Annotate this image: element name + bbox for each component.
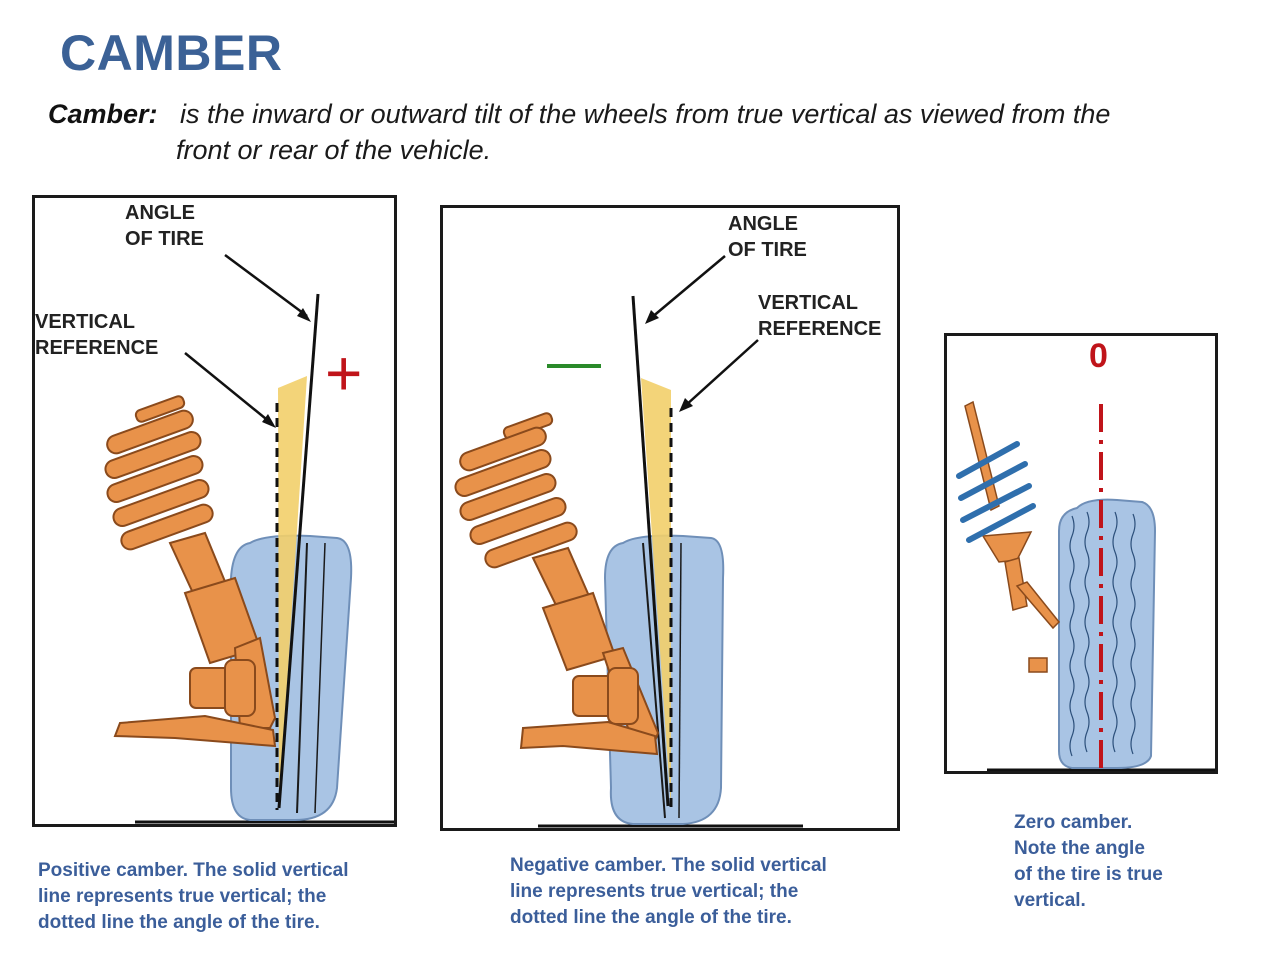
spring-seat [981, 531, 1033, 563]
arrow-head [645, 310, 659, 324]
arrow-head [262, 414, 276, 428]
coil-spring [104, 395, 214, 551]
plus-sign: + [325, 337, 363, 409]
lower-control-arm [113, 714, 277, 748]
arrow-head [679, 398, 693, 412]
definition-line-2: front or rear of the vehicle. [176, 135, 492, 165]
positive-camber-panel: ANGLE OF TIRE VERTICAL REFERENCE + [32, 195, 397, 827]
tread-line [296, 542, 308, 814]
page-title: CAMBER [60, 25, 283, 81]
angle-of-tire-label: ANGLE OF TIRE [125, 202, 204, 250]
negative-camber-diagram [454, 255, 803, 828]
zero-sign: 0 [1089, 337, 1108, 375]
vertical-reference-label: VERTICAL REFERENCE [758, 292, 882, 340]
negative-camber-caption: Negative camber. The solid vertical line… [510, 855, 827, 928]
angle-of-tire-label: ANGLE OF TIRE [728, 213, 807, 261]
lower-mount [1028, 657, 1048, 673]
tread-line [642, 542, 666, 819]
negative-camber-panel: ANGLE OF TIRE VERTICAL REFERENCE – [440, 205, 900, 831]
lower-control-arm [519, 720, 659, 756]
zero-camber-caption: Zero camber. Note the angle of the tire … [1014, 812, 1163, 911]
cv-boot [189, 659, 256, 717]
arrow-head [297, 308, 311, 322]
tire [230, 534, 353, 821]
tread-line [678, 542, 682, 819]
spindle-arm [1015, 581, 1061, 630]
tread-pattern [1069, 511, 1136, 757]
definition-term: Camber: [48, 99, 158, 129]
coil-spring [454, 412, 578, 569]
camber-wedge [278, 376, 307, 808]
cv-boot [572, 667, 639, 725]
positive-camber-caption: Positive camber. The solid vertical line… [38, 860, 349, 933]
camber-definition: Camber: is the inward or outward tilt of… [48, 96, 1248, 168]
zero-camber-panel: 0 [944, 333, 1218, 774]
positive-camber-diagram [104, 253, 394, 824]
knuckle [1004, 557, 1028, 611]
vertical-reference-label: VERTICAL REFERENCE [35, 311, 159, 359]
zero-camber-diagram [956, 400, 1215, 771]
tread-line [314, 542, 326, 814]
tire-angle-line [631, 295, 670, 807]
camber-wedge [641, 378, 671, 808]
tire-angle-line [277, 293, 320, 809]
definition-line-1: is the inward or outward tilt of the whe… [180, 99, 1111, 129]
coil-spring [956, 441, 1036, 543]
